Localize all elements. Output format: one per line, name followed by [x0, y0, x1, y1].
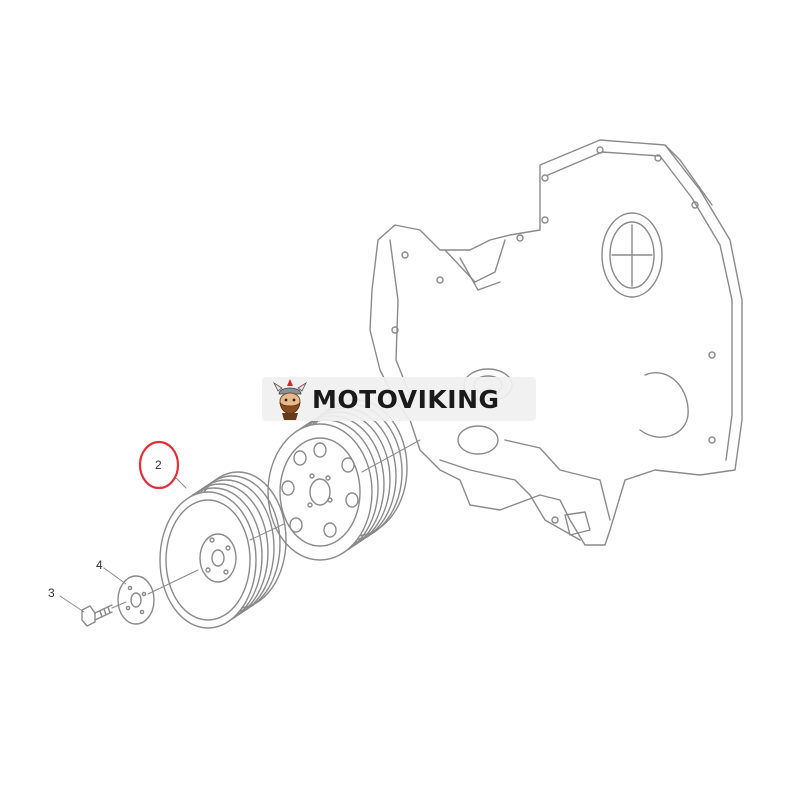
callout-2: 2 [155, 458, 162, 472]
front-cover-housing [369, 139, 743, 546]
callout-3: 3 [48, 586, 55, 600]
callout-4: 4 [96, 558, 103, 572]
highlight-circle [138, 440, 180, 490]
leader-line-4 [103, 567, 127, 585]
brand-name: MOTOVIKING [312, 384, 500, 414]
vibration-damper [267, 399, 408, 561]
assembly-centerline [111, 439, 421, 609]
leader-line-2 [175, 477, 187, 489]
viking-mascot-icon [273, 379, 307, 420]
crankshaft-pulley [159, 471, 287, 629]
leader-line-3 [59, 595, 85, 613]
bolt [81, 604, 113, 627]
spacer-plate [117, 575, 155, 625]
watermark-logo: MOTOVIKING [262, 377, 536, 421]
